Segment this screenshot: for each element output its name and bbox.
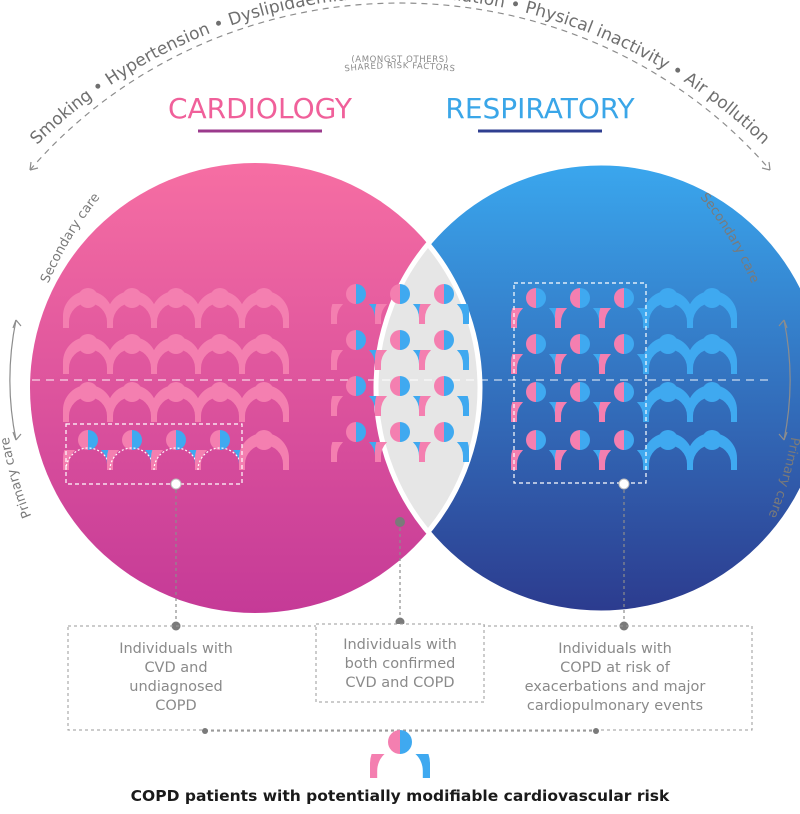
left-group-label: Individuals with CVD and undiagnosed COP… [119, 641, 233, 714]
person-icon-pink-blue [511, 334, 561, 374]
person-icon-pink [107, 334, 157, 374]
person-icon-blue [687, 334, 737, 374]
right-group-label: Individuals with COPD at risk of exacerb… [524, 641, 706, 714]
arrow-left-icon [29, 161, 39, 171]
person-icon-blue [687, 382, 737, 422]
person-icon-pink-blue [419, 330, 469, 370]
risk-factor-arc [29, 2, 771, 171]
risk-factor-list: Smoking • Hypertension • Dyslipidaemia •… [26, 0, 773, 149]
person-icon-pink [239, 430, 289, 470]
connector-dot-left [170, 478, 182, 490]
bottom-connector-dot-right [593, 728, 599, 734]
person-icon-pink [195, 288, 245, 328]
left-primary-care-label: Primary care [0, 436, 35, 520]
person-icon-pink [63, 382, 113, 422]
connector-dot-right [618, 478, 630, 490]
undiagnosed-copd-highlight-box [65, 423, 243, 485]
connector-end-right [619, 621, 629, 631]
person-icon-pink [239, 334, 289, 374]
person-icon-pink [151, 288, 201, 328]
at-risk-copd-highlight-box [513, 282, 647, 484]
person-icon-blue [687, 288, 737, 328]
person-icon-pink-blue [419, 284, 469, 324]
risk-factor-caption: SHARED RISK FACTORS [344, 61, 456, 74]
cardiology-title: CARDIOLOGY [168, 92, 353, 125]
person-icon-pink [107, 382, 157, 422]
risk-factor-caption-sub: (AMONGST OTHERS) [351, 55, 448, 65]
copd-cvd-patient-icon [369, 730, 431, 779]
person-icon-blue [643, 382, 693, 422]
person-icon-blue [643, 288, 693, 328]
person-icon-pink [239, 288, 289, 328]
person-icon-pink-blue [419, 422, 469, 462]
person-icon-blue [687, 430, 737, 470]
person-icon-pink [107, 288, 157, 328]
middle-group-label: Individuals with both confirmed CVD and … [343, 637, 457, 691]
middle-group-box [315, 623, 485, 703]
connector-dot-middle [395, 517, 405, 527]
bottom-connector-dot-left [202, 728, 208, 734]
connector-lines [175, 484, 625, 624]
left-care-arrow-icon [9, 319, 22, 441]
footer-caption: COPD patients with potentially modifiabl… [130, 787, 670, 805]
respiratory-circle-border [373, 160, 800, 616]
respiratory-title: RESPIRATORY [445, 92, 635, 125]
person-icon-pink [239, 382, 289, 422]
right-care-arrow-icon [778, 319, 791, 441]
person-icon-blue [643, 334, 693, 374]
person-icon-pink [195, 334, 245, 374]
overlap-border-left [376, 163, 483, 613]
person-icon-pink-blue [419, 376, 469, 416]
person-icon-pink [151, 382, 201, 422]
person-icon-pink [63, 288, 113, 328]
person-icon-pink [63, 334, 113, 374]
person-icon-pink [195, 382, 245, 422]
person-icon-blue [643, 430, 693, 470]
arrow-right-icon [761, 161, 771, 171]
person-icon-pink-blue [369, 730, 431, 779]
respiratory-person-grid [511, 288, 737, 470]
overlap-person-grid [331, 284, 469, 462]
person-icon-pink [151, 334, 201, 374]
